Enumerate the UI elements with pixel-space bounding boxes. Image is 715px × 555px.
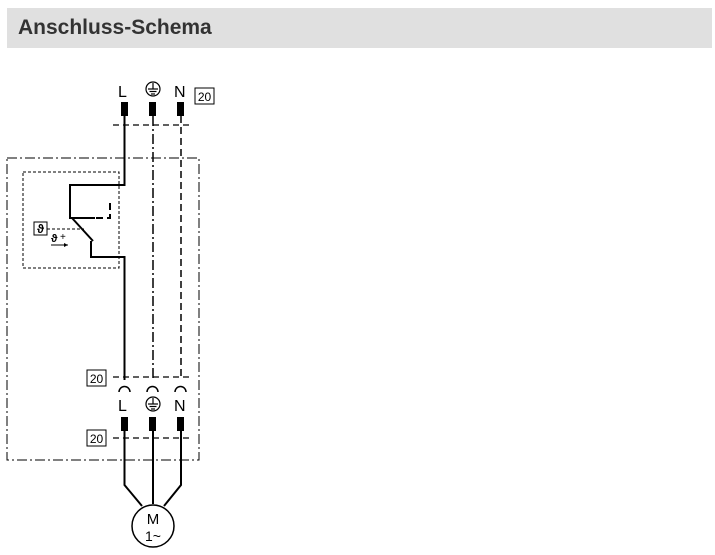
housing-boundary xyxy=(6,157,200,461)
terminal-block-pe-top xyxy=(149,102,156,116)
socket-contact-n xyxy=(174,385,187,393)
plug-earth-icon xyxy=(145,396,161,412)
thermostat-adjust-sign: + xyxy=(60,232,66,243)
thermostat-adjust-symbol: ϑ xyxy=(51,233,58,245)
socket-contact-pe xyxy=(146,385,159,393)
header-bar: Anschluss-Schema xyxy=(7,8,712,48)
terminal-block-pe-motor xyxy=(149,417,156,431)
terminal-block-l-motor xyxy=(121,417,128,431)
adjust-arrow-icon xyxy=(51,243,68,247)
terminal-block-l-top xyxy=(121,102,128,116)
motor-phase-label: 1~ xyxy=(145,528,161,544)
plug-neutral-label: N xyxy=(174,398,186,415)
plug-line-label: L xyxy=(118,398,127,415)
supply-ref-number: 20 xyxy=(198,90,212,104)
thermostat-symbol: ϑ xyxy=(37,222,44,236)
terminal-block-n-top xyxy=(177,102,184,116)
motor-ref-box xyxy=(86,429,107,447)
terminal-block-n-motor xyxy=(177,417,184,431)
thermostat-open-contact xyxy=(96,200,111,219)
motor-ref-number: 20 xyxy=(90,432,104,446)
supply-neutral-label: N xyxy=(174,84,186,101)
socket-contact-l xyxy=(118,385,131,393)
page-title: Anschluss-Schema xyxy=(18,16,212,39)
motor-label: M xyxy=(147,511,160,528)
plug-ref-number: 20 xyxy=(90,372,104,386)
motor-lead-n xyxy=(163,431,182,507)
line-conductor xyxy=(69,116,126,380)
plug-ref-box xyxy=(86,369,107,387)
supply-line-label: L xyxy=(118,84,127,101)
supply-earth-icon xyxy=(145,81,161,97)
thermostat-box xyxy=(22,171,120,269)
motor-lead-l xyxy=(123,431,143,507)
motor-symbol xyxy=(131,504,175,548)
supply-ref-box xyxy=(194,87,215,105)
